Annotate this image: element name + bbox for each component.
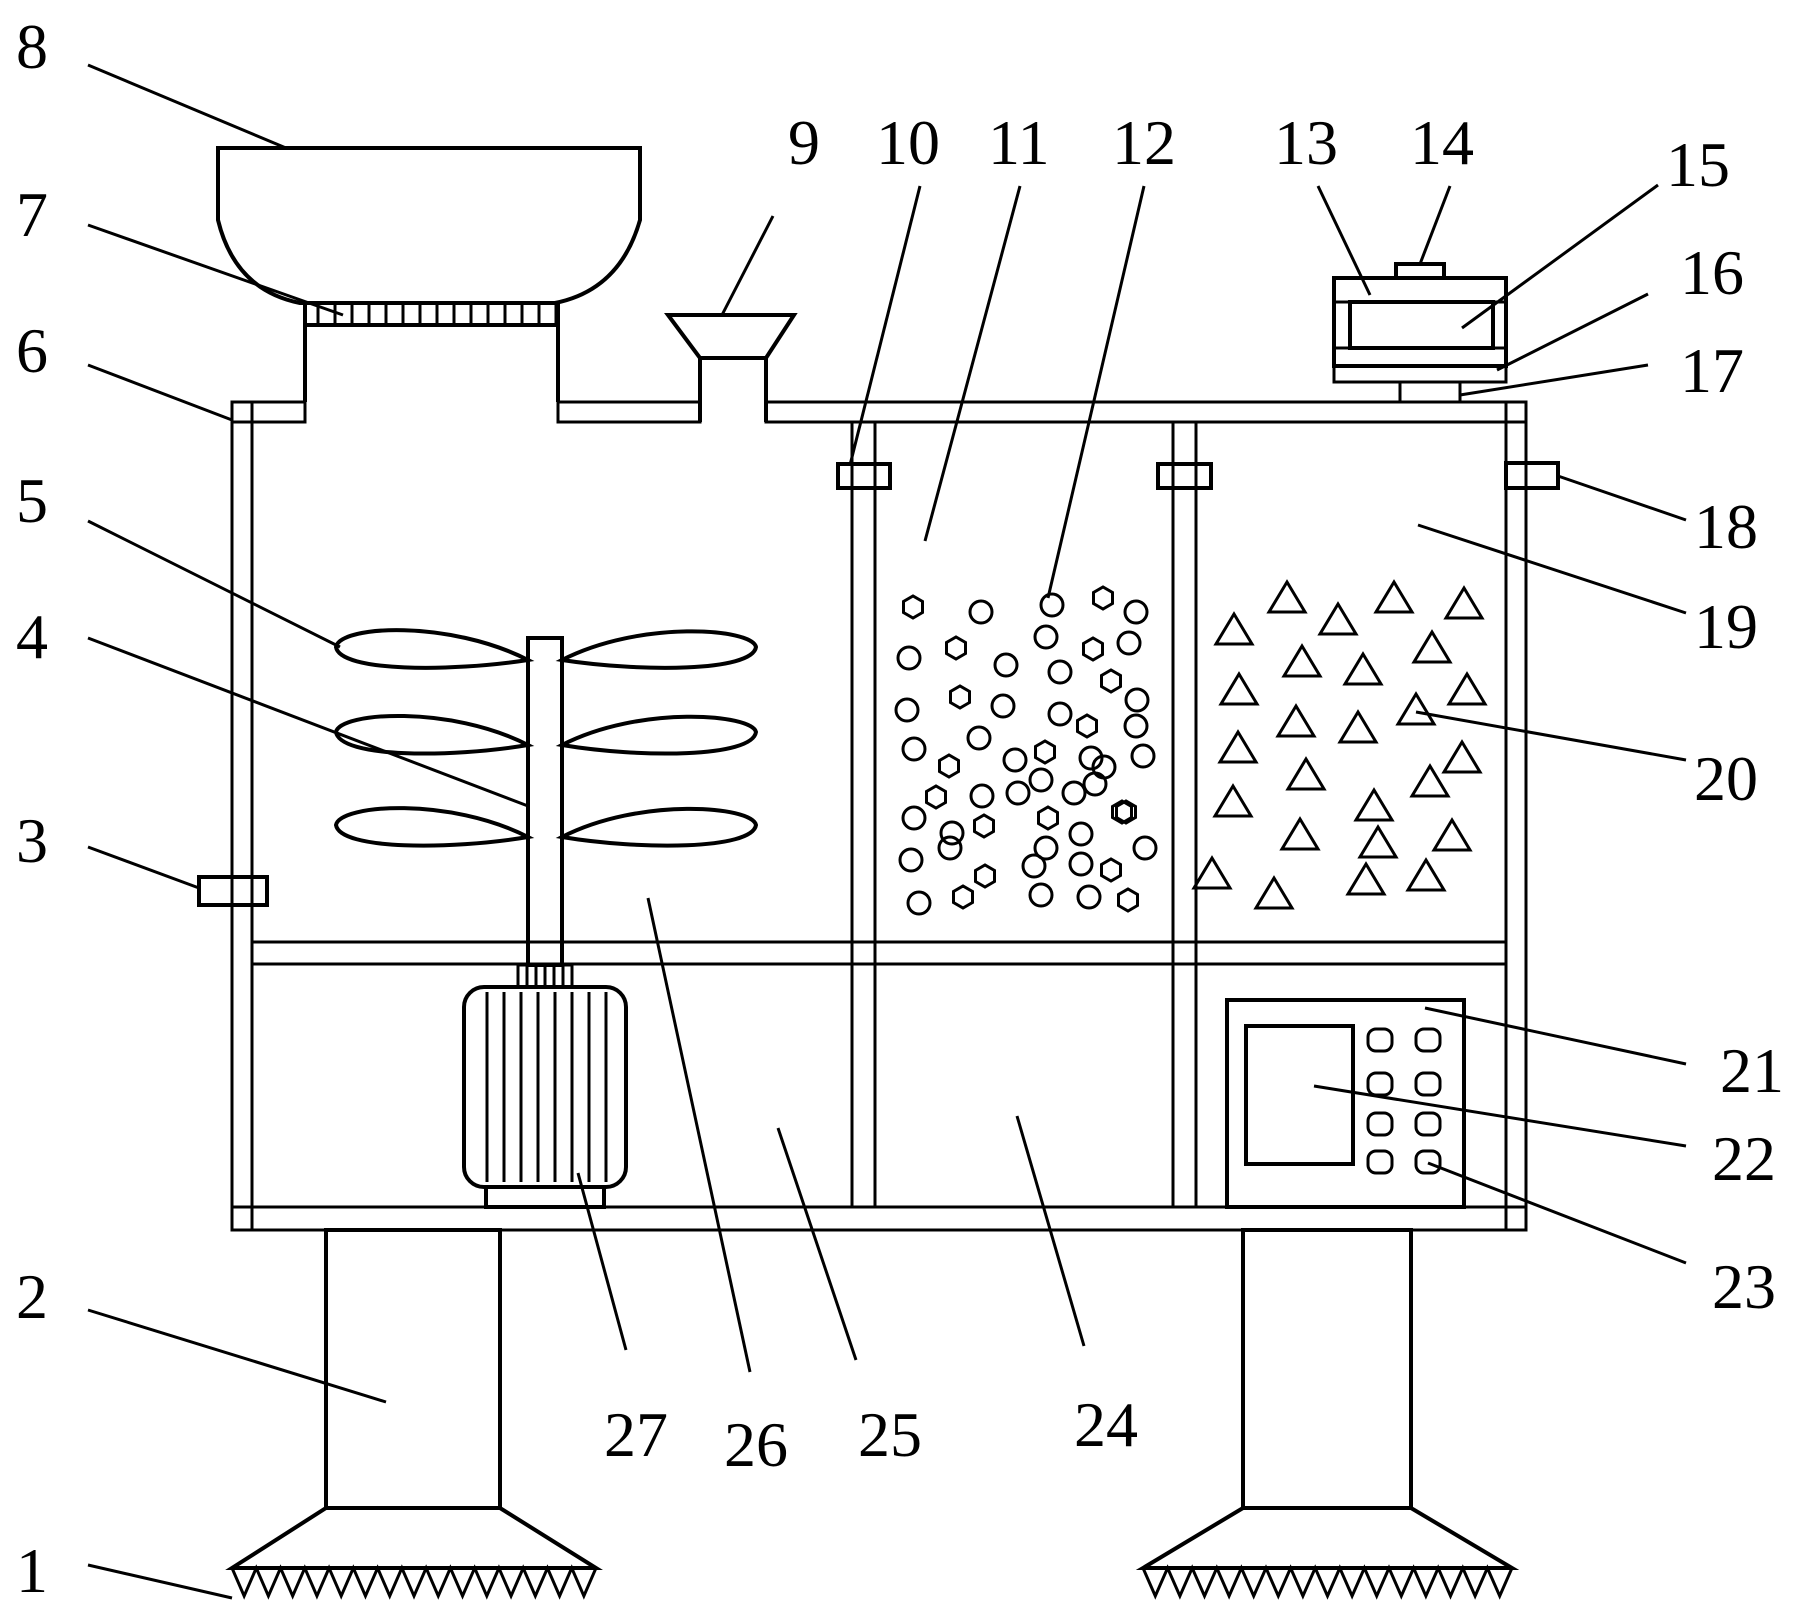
callout-12: 12 [1112,107,1176,178]
callout-25: 25 [858,1399,922,1470]
callout-22: 22 [1712,1123,1776,1194]
callout-11: 11 [988,107,1050,178]
callout-1: 1 [16,1535,48,1606]
callout-15: 15 [1666,129,1730,200]
leader-lines [87,63,1687,1600]
callout-6: 6 [16,315,48,386]
control-box-21 [1225,998,1466,1209]
callout-27: 27 [604,1399,668,1470]
callout-17: 17 [1680,335,1744,406]
media-20 [1191,579,1488,910]
outlet-18 [1504,461,1560,490]
callout-2: 2 [16,1261,48,1332]
callout-19: 19 [1694,591,1758,662]
callout-20: 20 [1694,743,1758,814]
callout-labels: 1 2 3 4 5 6 7 8 9 10 11 12 13 14 15 16 1… [16,11,1784,1606]
spiked-base-right [1141,1564,1514,1600]
callout-23: 23 [1712,1251,1776,1322]
media-12 [894,585,1158,916]
callout-8: 8 [16,11,48,82]
callout-14: 14 [1410,107,1474,178]
callout-13: 13 [1274,107,1338,178]
stirrer-shaft-4 [526,636,564,967]
callout-7: 7 [16,179,48,250]
callout-5: 5 [16,465,48,536]
valve-10-left [836,462,892,490]
callout-9: 9 [788,107,820,178]
stirrer-blades-5 [333,628,759,848]
callout-18: 18 [1694,491,1758,562]
spiked-base-left [230,1564,598,1600]
hopper-8 [216,146,642,305]
callout-3: 3 [16,805,48,876]
left-leg [225,1228,603,1570]
funnel-9 [664,313,798,422]
pump-assembly [1332,262,1508,404]
valve-10-right [1156,462,1213,490]
right-leg [1135,1228,1520,1570]
callout-16: 16 [1680,237,1744,308]
callout-21: 21 [1720,1035,1784,1106]
screen-7 [303,301,560,402]
motor-27 [462,963,628,1209]
callout-24: 24 [1074,1389,1138,1460]
callout-26: 26 [724,1409,788,1480]
box-walls [230,400,1528,1232]
callout-10: 10 [876,107,940,178]
outlet-3 [197,875,269,907]
display-screen-22 [1244,1024,1355,1166]
callout-4: 4 [16,601,48,672]
